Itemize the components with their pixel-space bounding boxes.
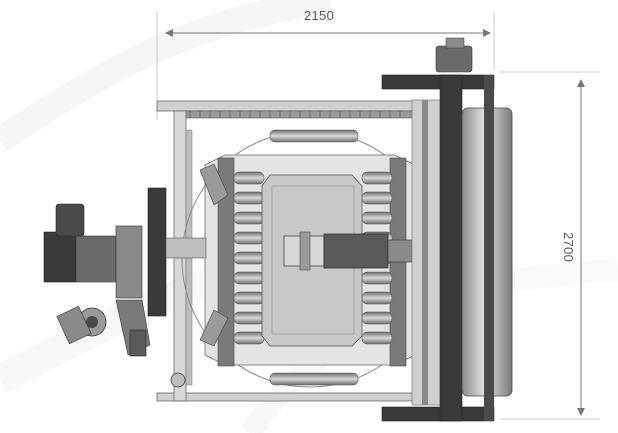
bottom-caster	[170, 372, 186, 388]
width-dimension-label: 2150	[304, 8, 335, 23]
top-motor	[435, 37, 473, 73]
top-frame-rail	[156, 100, 448, 119]
right-vertical-column	[439, 74, 463, 422]
height-dimension-label: 2700	[561, 232, 576, 263]
bottom-roller	[269, 372, 359, 386]
top-roller	[269, 129, 359, 143]
height-dimension	[500, 71, 600, 420]
left-guide-bottom	[199, 309, 229, 347]
clamp-arm	[283, 231, 425, 271]
left-guide-top	[199, 163, 229, 206]
left-drive-assembly	[43, 187, 207, 357]
left-roller-column	[233, 171, 265, 345]
bottom-frame-rail	[156, 392, 448, 402]
right-end-plate	[484, 75, 494, 421]
right-frame-bars	[381, 74, 495, 422]
roller-bed	[233, 171, 393, 345]
right-side-chain	[411, 99, 443, 406]
